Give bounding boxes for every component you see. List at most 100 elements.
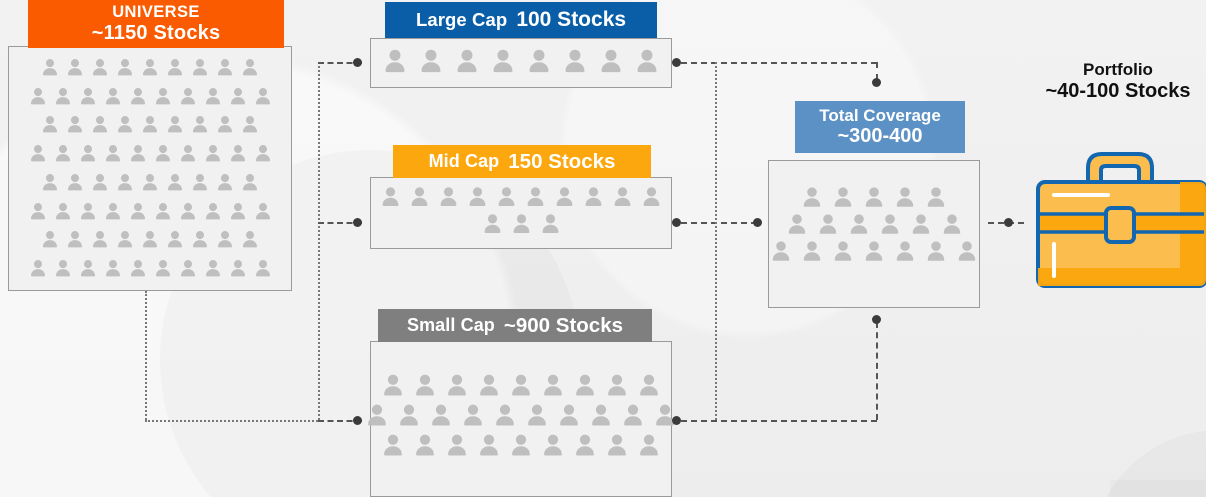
- person-icon: [189, 114, 211, 136]
- watermark-circle-2: [1090, 430, 1206, 497]
- people-row: [379, 372, 663, 400]
- people-row: [27, 258, 274, 280]
- person-icon: [480, 212, 505, 237]
- person-icon: [799, 239, 825, 265]
- connector-universe-bottom: [145, 420, 318, 422]
- person-icon: [436, 185, 461, 210]
- person-icon: [830, 185, 856, 211]
- smallcap-box: [368, 341, 674, 497]
- people-row: [39, 57, 261, 79]
- person-icon: [379, 432, 407, 460]
- person-icon: [252, 86, 274, 108]
- person-icon: [77, 258, 99, 280]
- person-icon: [395, 402, 423, 430]
- person-icon: [39, 229, 61, 251]
- connector-to-midcap: [318, 222, 362, 224]
- person-icon: [411, 432, 439, 460]
- coverage-banner: Total Coverage ~300-400: [795, 101, 965, 153]
- connector-dot-midcap-out: [672, 218, 681, 227]
- person-icon: [846, 212, 872, 238]
- person-icon: [619, 402, 647, 430]
- person-icon: [539, 432, 567, 460]
- people-row: [768, 239, 980, 265]
- person-icon: [227, 143, 249, 165]
- person-icon: [152, 258, 174, 280]
- person-icon: [560, 47, 590, 77]
- person-icon: [635, 432, 663, 460]
- person-icon: [89, 172, 111, 194]
- person-icon: [114, 229, 136, 251]
- connector-dot-smallcap-in: [353, 416, 362, 425]
- midcap-label: Mid Cap: [428, 151, 500, 171]
- person-icon: [189, 229, 211, 251]
- person-icon: [639, 185, 664, 210]
- briefcase-icon: [1030, 130, 1206, 290]
- person-icon: [908, 212, 934, 238]
- person-icon: [507, 372, 535, 400]
- person-icon: [452, 47, 482, 77]
- person-icon: [52, 201, 74, 223]
- person-icon: [89, 57, 111, 79]
- person-icon: [89, 229, 111, 251]
- person-icon: [202, 143, 224, 165]
- person-icon: [239, 57, 261, 79]
- smallcap-label: Small Cap: [406, 315, 495, 335]
- connector-dot-largecap-in: [353, 58, 362, 67]
- connector-dot-coverage-bottom: [872, 315, 881, 324]
- people-row: [784, 212, 965, 238]
- person-icon: [571, 432, 599, 460]
- smallcap-people-group: [368, 372, 674, 462]
- person-icon: [214, 57, 236, 79]
- person-icon: [603, 432, 631, 460]
- person-icon: [139, 229, 161, 251]
- connector-left-trunk: [318, 62, 320, 420]
- person-icon: [363, 402, 391, 430]
- person-icon: [189, 57, 211, 79]
- connector-dot-largecap-out: [672, 58, 681, 67]
- connector-to-largecap: [318, 62, 362, 64]
- connector-largecap-down: [876, 62, 878, 80]
- person-icon: [877, 212, 903, 238]
- person-icon: [427, 402, 455, 430]
- connector-universe-down: [145, 291, 147, 420]
- midcap-people-group: [371, 185, 671, 239]
- people-row: [27, 86, 274, 108]
- person-icon: [239, 229, 261, 251]
- person-icon: [252, 201, 274, 223]
- midcap-count: 150 Stocks: [508, 149, 616, 173]
- universe-box: [8, 46, 292, 291]
- person-icon: [252, 258, 274, 280]
- connector-midcap-out: [681, 222, 757, 224]
- connector-dot-coverage-left: [753, 218, 762, 227]
- person-icon: [77, 201, 99, 223]
- person-icon: [164, 229, 186, 251]
- person-icon: [239, 172, 261, 194]
- person-icon: [443, 372, 471, 400]
- person-icon: [475, 372, 503, 400]
- person-icon: [152, 86, 174, 108]
- person-icon: [164, 114, 186, 136]
- person-icon: [189, 172, 211, 194]
- person-icon: [202, 201, 224, 223]
- person-icon: [411, 372, 439, 400]
- person-icon: [465, 185, 490, 210]
- person-icon: [27, 86, 49, 108]
- person-icon: [214, 229, 236, 251]
- person-icon: [380, 47, 410, 77]
- person-icon: [784, 212, 810, 238]
- smallcap-banner: Small Cap ~900 Stocks: [378, 309, 652, 342]
- person-icon: [52, 143, 74, 165]
- person-icon: [39, 57, 61, 79]
- person-icon: [581, 185, 606, 210]
- person-icon: [39, 114, 61, 136]
- person-icon: [27, 143, 49, 165]
- person-icon: [214, 172, 236, 194]
- person-icon: [102, 143, 124, 165]
- person-icon: [459, 402, 487, 430]
- universe-count: ~1150 Stocks: [91, 22, 221, 45]
- person-icon: [523, 185, 548, 210]
- person-icon: [509, 212, 534, 237]
- person-icon: [102, 86, 124, 108]
- person-icon: [64, 57, 86, 79]
- largecap-label: Large Cap: [415, 9, 508, 30]
